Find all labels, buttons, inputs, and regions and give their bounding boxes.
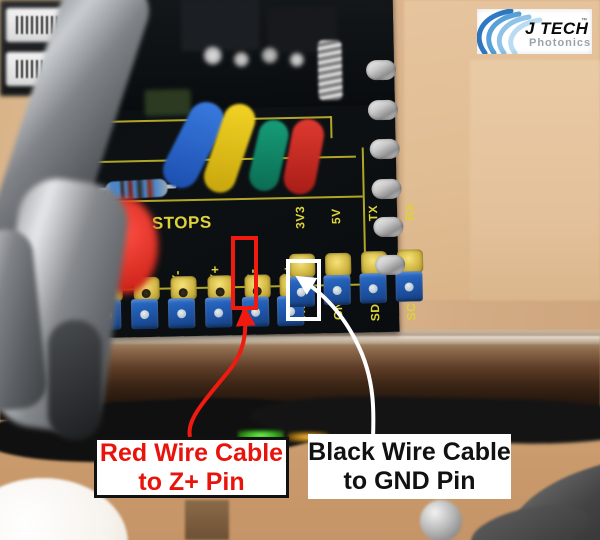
black-callout-line1: Black Wire Cable <box>308 437 511 466</box>
tool-tip <box>48 320 102 440</box>
logo-primary-text: J TECH <box>525 19 589 38</box>
pin-label-3v3: 3V3 <box>292 205 308 229</box>
edge-pad-1 <box>365 59 397 81</box>
edge-pad-6 <box>374 254 406 276</box>
wood-panel-inner <box>470 60 600 300</box>
silkscreen-line-mid <box>330 116 333 139</box>
pin-label-rx: RX <box>402 202 418 221</box>
logo-swoosh-icon <box>477 9 543 54</box>
pin-label-5v: 5V <box>328 208 344 225</box>
screw-head <box>420 500 462 540</box>
z-plus-pin-highlight <box>231 236 258 310</box>
jtech-photonics-logo: J TECH ™ Photonics <box>477 9 592 54</box>
red-callout-line1: Red Wire Cable <box>99 438 284 467</box>
spring-component <box>317 39 343 101</box>
logo-trademark: ™ <box>581 18 587 24</box>
gnd-pin-highlight <box>286 259 321 321</box>
wood-slot <box>185 500 229 540</box>
red-wire <box>281 116 327 198</box>
red-wire-callout: Red Wire Cable to Z+ Pin <box>94 437 289 498</box>
edge-pad-3 <box>369 138 400 160</box>
wood-slat-edge <box>0 336 600 344</box>
board-component-blur-1 <box>180 0 260 52</box>
board-component-blur-3 <box>144 89 191 117</box>
green-status-led <box>238 430 284 441</box>
black-callout-line2: to GND Pin <box>343 466 476 495</box>
edge-pad-5 <box>373 216 404 238</box>
solder-pad-5v <box>324 252 352 278</box>
black-wire-callout: Black Wire Cable to GND Pin <box>308 434 511 499</box>
barcode-1 <box>16 16 62 34</box>
edge-pad-4 <box>371 178 402 200</box>
red-callout-line2: to Z+ Pin <box>138 467 245 496</box>
edge-pad-2 <box>367 99 399 121</box>
logo-secondary-text: Photonics <box>529 37 592 49</box>
